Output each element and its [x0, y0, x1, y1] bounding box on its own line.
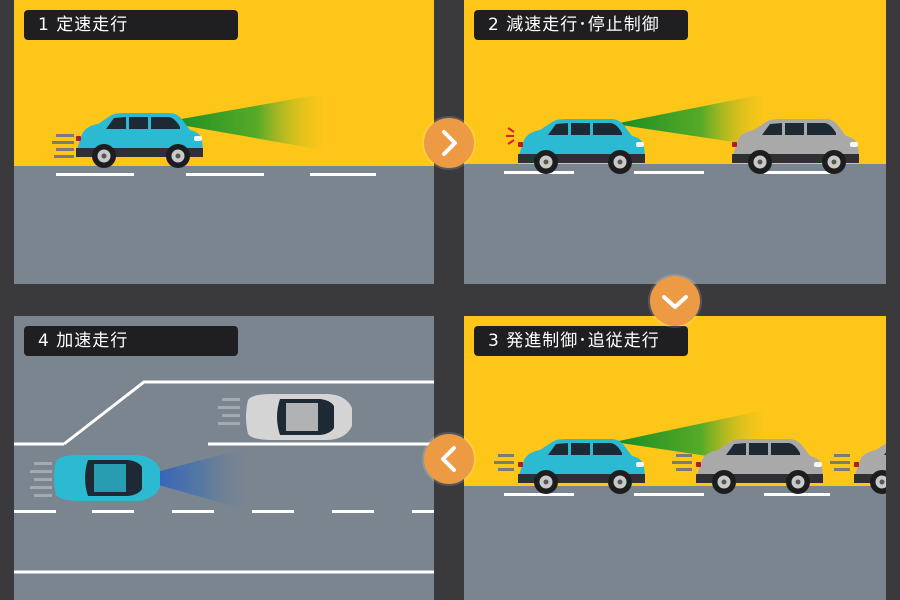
road-surface [14, 166, 434, 284]
panel-2-scene [464, 0, 886, 284]
lane-markings [56, 173, 376, 176]
chevron-down-icon [650, 276, 700, 326]
speed-lines-icon [494, 454, 850, 471]
overtaken-car [246, 394, 352, 440]
panel-1-label: 1 定速走行 [24, 10, 238, 40]
panel-2-deceleration-stop: 2 減速走行･停止制御 [464, 0, 886, 284]
road-surface [464, 164, 886, 284]
radar-beam [134, 446, 254, 512]
lane-markings [504, 171, 830, 174]
panel-4-scene [14, 316, 434, 600]
panel-4-acceleration: 4 加速走行 [14, 316, 434, 600]
panel-1-constant-speed: 1 定速走行 [14, 0, 434, 284]
chevron-right-icon [424, 118, 474, 168]
panel-3-scene [464, 316, 886, 600]
panel-1-scene [14, 0, 434, 284]
panel-2-label: 2 減速走行･停止制御 [474, 10, 688, 40]
panel-4-label: 4 加速走行 [24, 326, 238, 356]
speed-lines-icon [30, 398, 240, 497]
panel-3-label: 3 発進制御･追従走行 [474, 326, 688, 356]
lane-markings [504, 493, 830, 496]
radar-beam [164, 92, 334, 152]
lane-markings [14, 380, 434, 574]
panel-3-start-follow: 3 発進制御･追従走行 [464, 316, 886, 600]
road-surface [464, 486, 886, 600]
brake-light-icon [506, 127, 515, 145]
radar-beam [614, 92, 774, 148]
chevron-left-icon [424, 434, 474, 484]
speed-lines-icon [52, 134, 74, 158]
own-car [54, 455, 160, 501]
lane-dashes [14, 510, 434, 513]
